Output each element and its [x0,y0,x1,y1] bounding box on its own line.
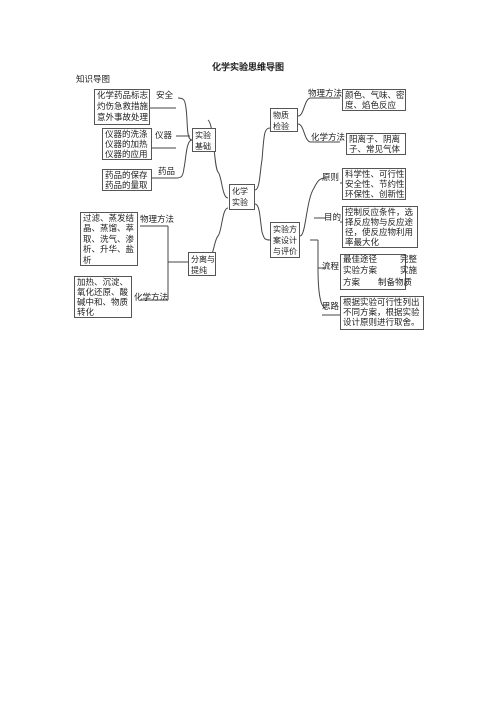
page-title: 化学实验思维导图 [211,63,284,73]
brace-basics-bottom [175,139,193,179]
brace-detection-top [297,97,311,117]
safety-label: 安全 [156,91,174,101]
chemical-separation-label: 化学方法 [134,293,169,303]
principle-box: 科学性、可行性 安全性、节约性 环保性、创新性 [342,168,406,200]
brace-basics-top [177,97,193,141]
chemical-detection-label: 化学方法 [311,133,346,143]
process-box [340,254,406,290]
physical-separation-label: 物理方法 [140,215,175,225]
detection-node: 物质 检验 [270,108,298,132]
approach-box: 根据实验可行性列出 不同方案，根据实验 设计原则进行取舍。 [340,296,424,330]
chemical-separation-box: 加热、沉淀、 氧化还原、酸 碱中和、物质 转化 [74,276,132,318]
brace-design-bottom [317,267,327,309]
center-node: 化学 实验 [229,184,255,210]
process-step-best-path: 最佳途径 [343,255,378,265]
brace-center-right-bottom [254,203,271,241]
physical-detection-box: 颜色、气味、密 度、焰色反应 [342,89,406,111]
process-step-scheme: 方案 [343,278,361,288]
brace-design-top [299,177,327,237]
process-label: 流程 [322,262,340,272]
approach-label: 思路 [322,302,340,312]
reagent-label: 药品 [158,167,176,177]
physical-detection-label: 物理方法 [308,89,343,99]
purpose-box: 控制反应条件，选 择反应物与反应途 径，使反应物利用 率最大化 [342,206,418,248]
process-result-prepare: 制备物质 [378,278,413,288]
process-result-complete: 完整 [400,255,418,265]
page-subtitle: 知识导图 [76,75,111,85]
safety-box: 化学药品标志 灼伤急救措施 意外事故处理 [94,89,150,125]
chemical-detection-box: 阳离子、阴离 子、常见气体 [346,133,406,155]
process-result-implement: 实施 [400,266,418,276]
separation-node: 分离与 提纯 [188,252,216,276]
instrument-label: 仪器 [155,131,173,141]
reagent-box: 药品的保存 药品的量取 [102,169,152,191]
physical-separation-box: 过滤、蒸发结 晶、蒸馏、萃 取、洗气、渗 析、升华、盐 析 [80,212,138,266]
instrument-box: 仪器的洗涤 仪器的加热 仪器的应用 [102,128,152,160]
principle-label: 原则 [322,173,340,183]
basics-node: 实验 基础 [192,128,216,152]
brace-detection-bottom [297,123,311,143]
design-node: 实验方 案设计 与评价 [270,222,300,258]
purpose-label: 目的 [324,213,342,223]
brace-center-right-top [254,127,271,191]
process-step-plan: 实验方案 [343,266,378,276]
